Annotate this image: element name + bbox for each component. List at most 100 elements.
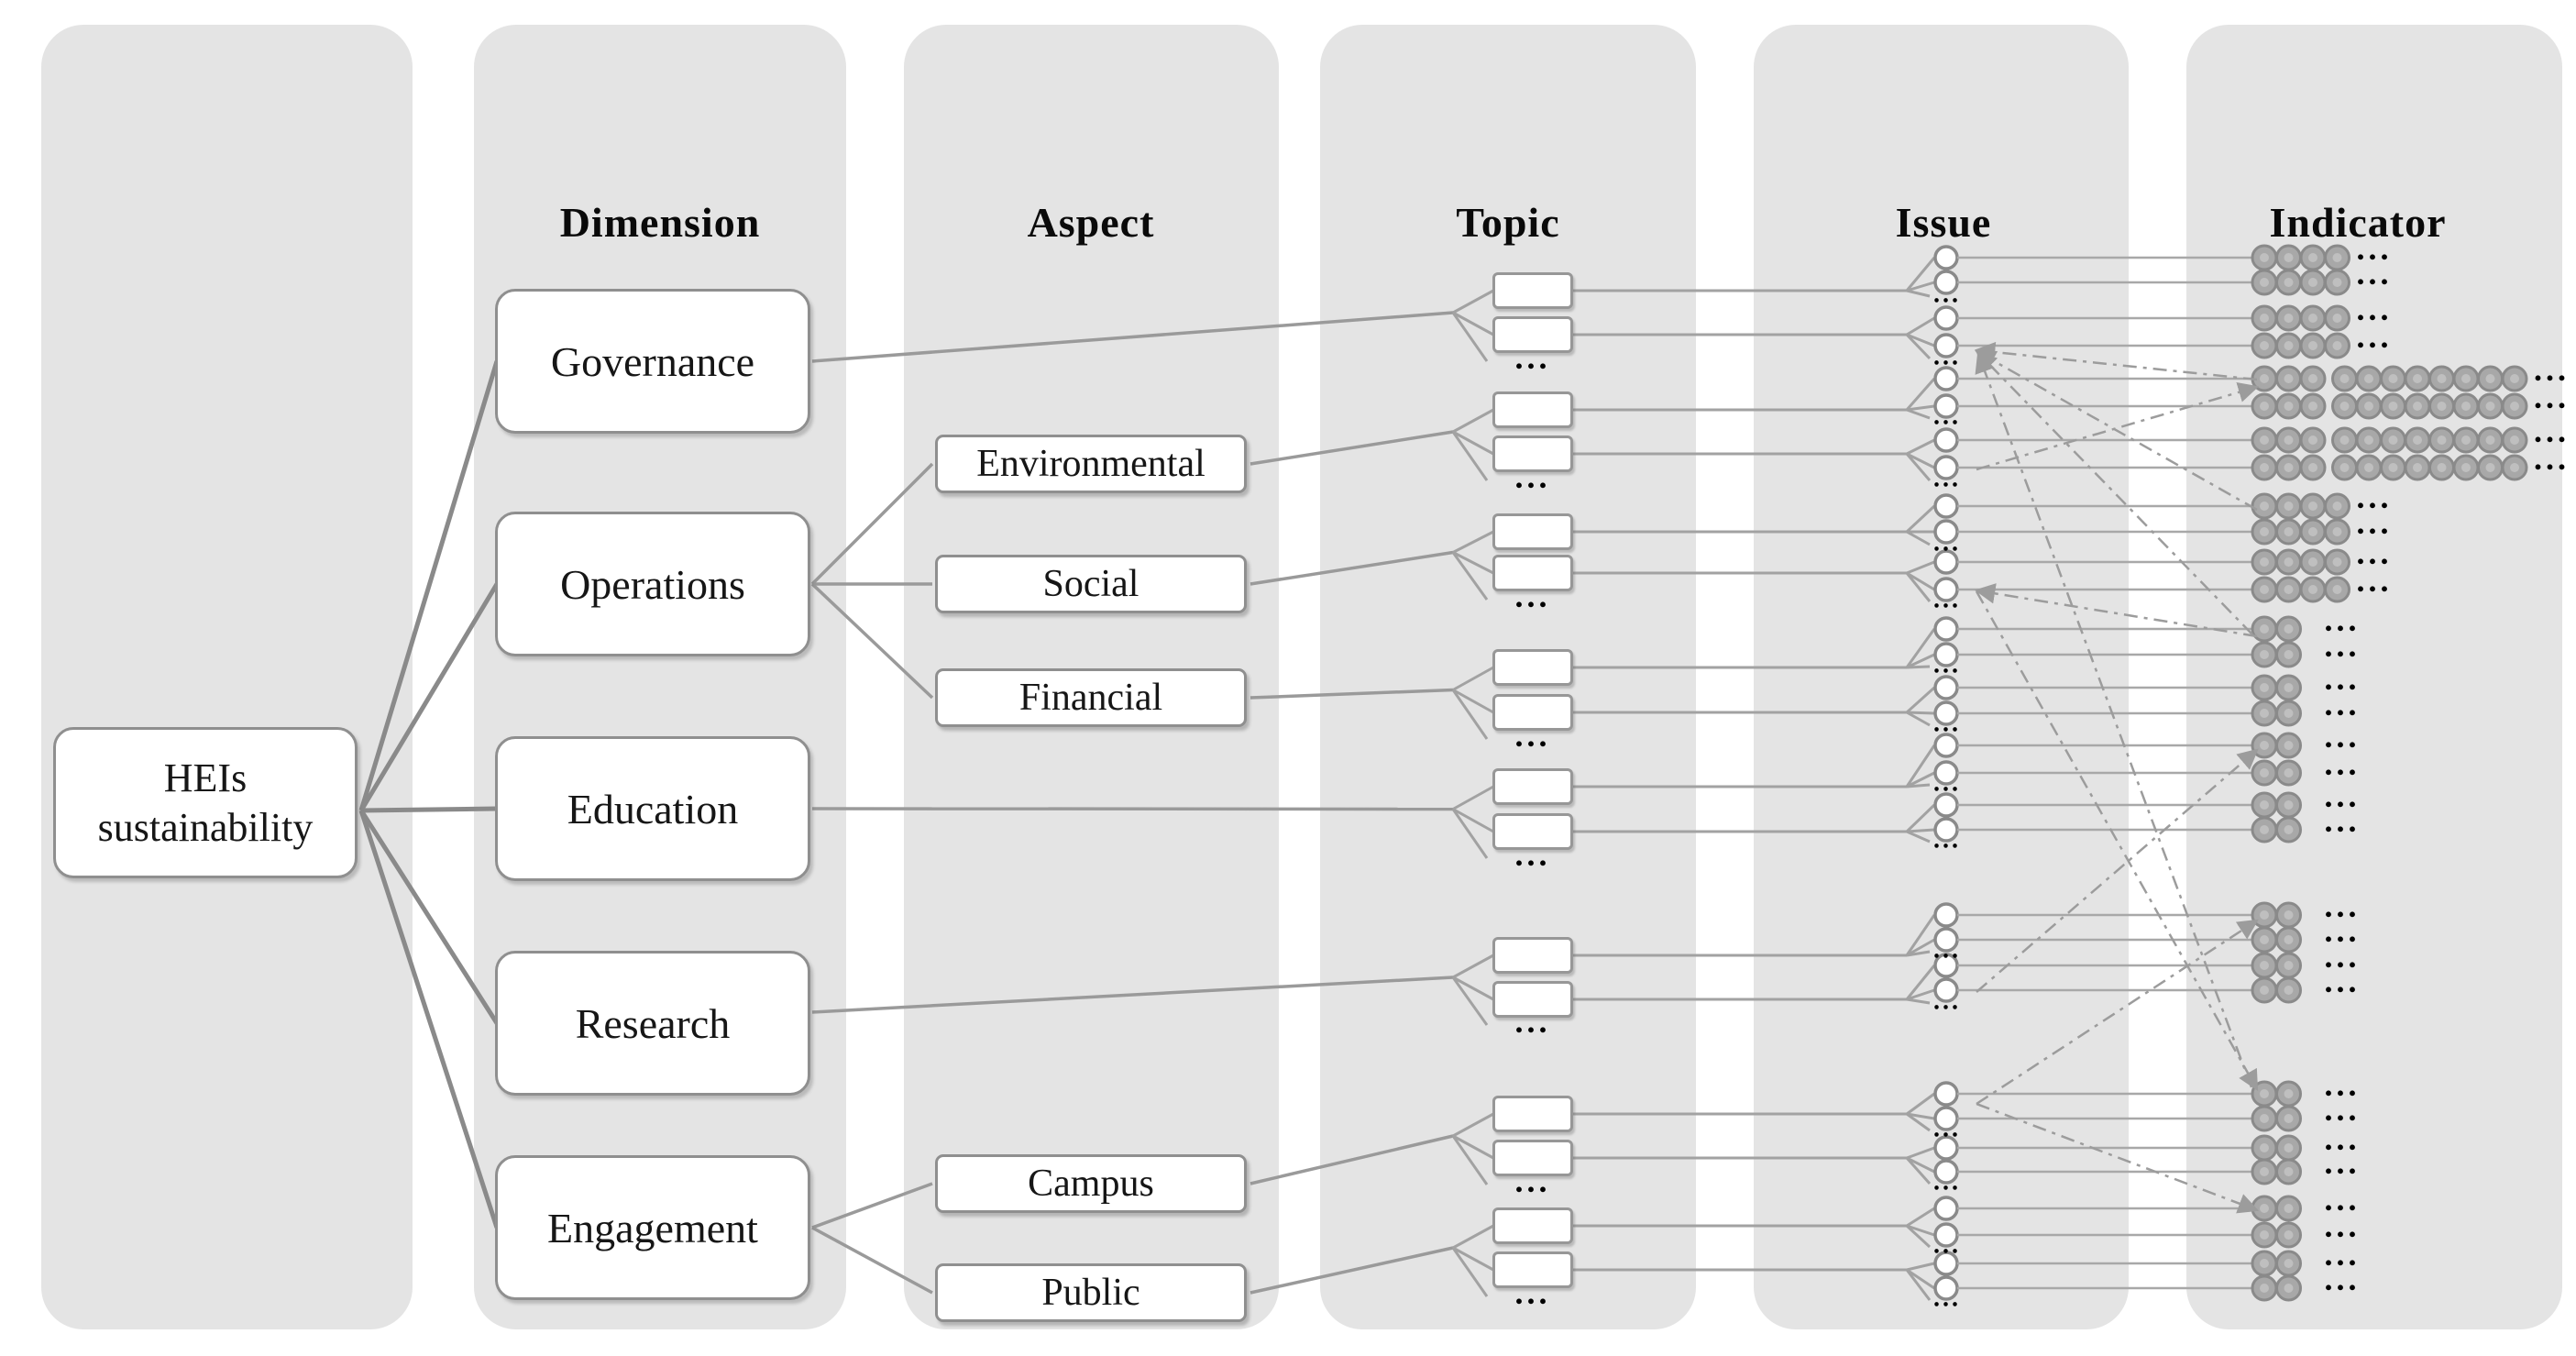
issue-node (1933, 427, 1959, 453)
indicator-more-ellipsis: ... (2356, 534, 2393, 571)
indicator-dot-center (2461, 402, 2471, 411)
indicator-dot-center (2388, 463, 2398, 472)
indicator-dot-center (2260, 910, 2269, 920)
indicator-more-ellipsis: ... (2534, 412, 2570, 449)
indicator-dot-center (2510, 463, 2519, 472)
indicator-dot-center (2260, 624, 2269, 634)
indicator-dot-center (2388, 435, 2398, 445)
indicator-dot-center (2260, 1230, 2269, 1240)
topic-fan-line (1452, 689, 1494, 714)
topic-box (1492, 1096, 1573, 1132)
issue-fan-stub-line (1906, 783, 1931, 788)
cross-link-line (1976, 919, 2259, 1106)
indicator-dot-center (2284, 800, 2294, 810)
indicator-dot-center (2260, 935, 2269, 944)
indicator-dot-center (2284, 741, 2294, 750)
indicator-more-ellipsis: ... (2534, 378, 2570, 415)
indicator-dot-center (2284, 624, 2294, 634)
indicator-dot-center (2339, 435, 2350, 445)
indicator-dot-center (2461, 463, 2471, 472)
indicator-more-ellipsis: ... (2356, 254, 2393, 292)
indicator-dot-center (2284, 1204, 2294, 1213)
indicator-dot-center (2260, 650, 2269, 659)
issue-fan-stub-line (1906, 1112, 1931, 1132)
indicator-dot-center (2260, 278, 2269, 287)
indicator-dot-center (2308, 278, 2317, 287)
issue-fan-line (1905, 628, 1936, 668)
issue-more-ellipsis: ... (1933, 1230, 1961, 1260)
issue-fan-line (1906, 1112, 1935, 1120)
dimension-to-aspect-line (810, 462, 934, 586)
topic-box (1492, 272, 1573, 309)
indicator-dot-center (2364, 463, 2373, 472)
indicator-dot-center (2332, 502, 2342, 511)
indicator-dot-center (2260, 253, 2269, 262)
topic-fan-stub-line (1451, 808, 1489, 859)
indicator-dot-center (2284, 935, 2294, 944)
indicator-dot-center (2485, 463, 2495, 472)
column-header-aspect: Aspect (1027, 199, 1155, 246)
indicator-more-ellipsis: ... (2324, 744, 2361, 782)
indicator-dot-center (2388, 402, 2398, 411)
indicator-dot-center (2260, 435, 2269, 445)
indicator-dot-center (2284, 1259, 2294, 1268)
indicator-dot-center (2339, 463, 2350, 472)
issue-fan-line (1906, 1207, 1935, 1228)
topic-box (1492, 813, 1573, 850)
topic-fan-line (1452, 1134, 1494, 1160)
indicator-dot-center (2260, 1167, 2269, 1176)
indicator-more-ellipsis: ... (2356, 561, 2393, 599)
indicator-dot-center (2308, 374, 2317, 383)
topic-fan-line (1452, 289, 1494, 314)
issue-fan-stub-line (1906, 998, 1931, 1005)
issue-fan-line (1906, 1146, 1935, 1160)
issue-node (1933, 493, 1959, 519)
indicator-dot-center (2260, 341, 2269, 350)
issue-fan-stub-line (1905, 333, 1932, 360)
indicator-dot-center (2284, 402, 2294, 411)
indicator-dot-center (2413, 463, 2422, 472)
cross-link-line (1976, 1102, 2260, 1214)
topic-more-ellipsis: ... (1514, 835, 1551, 873)
issue-fan-line (1905, 914, 1936, 956)
indicator-dot-center (2308, 253, 2317, 262)
topic-box (1492, 555, 1573, 591)
topic-fan-line (1452, 530, 1494, 554)
topic-fan-stub-line (1451, 976, 1489, 1026)
indicator-dot-center (2260, 314, 2269, 323)
indicator-dot-center (2437, 435, 2447, 445)
indicator-dot-center (2260, 961, 2269, 970)
issue-fan-stub-line (1905, 453, 1932, 481)
issue-more-ellipsis: ... (1933, 1114, 1961, 1143)
indicator-dot-center (2284, 709, 2294, 718)
indicator-dot-center (2260, 463, 2269, 472)
issue-fan-line (1905, 744, 1936, 788)
issue-more-ellipsis: ... (1933, 585, 1961, 614)
issue-more-ellipsis: ... (1933, 464, 1961, 493)
indicator-dot-center (2284, 986, 2294, 995)
topic-fan-stub-line (1451, 1135, 1489, 1185)
indicator-dot-center (2332, 585, 2342, 594)
indicator-dot-center (2260, 800, 2269, 810)
issue-more-ellipsis: ... (1933, 280, 1961, 309)
indicator-dot-center (2284, 278, 2294, 287)
indicator-dot-center (2260, 768, 2269, 777)
topic-box (1492, 768, 1573, 805)
issue-fan-line (1905, 504, 1936, 534)
issue-fan-line (1906, 771, 1935, 788)
indicator-dot-center (2485, 402, 2495, 411)
indicator-dot-center (2284, 1114, 2294, 1123)
column-header-indicator: Indicator (2269, 199, 2447, 246)
indicator-more-ellipsis: ... (2324, 1260, 2361, 1297)
issue-fan-line (1906, 1262, 1935, 1272)
indicator-dot-center (2284, 650, 2294, 659)
cross-link-line (1976, 748, 2259, 993)
issue-fan-line (1906, 438, 1935, 456)
issue-fan-stub-line (1906, 711, 1931, 727)
indicator-dot-center (2260, 1114, 2269, 1123)
issue-fan-stub-line (1906, 408, 1931, 420)
indicator-dot-center (2284, 768, 2294, 777)
issue-fan-line (1906, 404, 1935, 412)
topic-fan-line (1452, 1112, 1494, 1138)
